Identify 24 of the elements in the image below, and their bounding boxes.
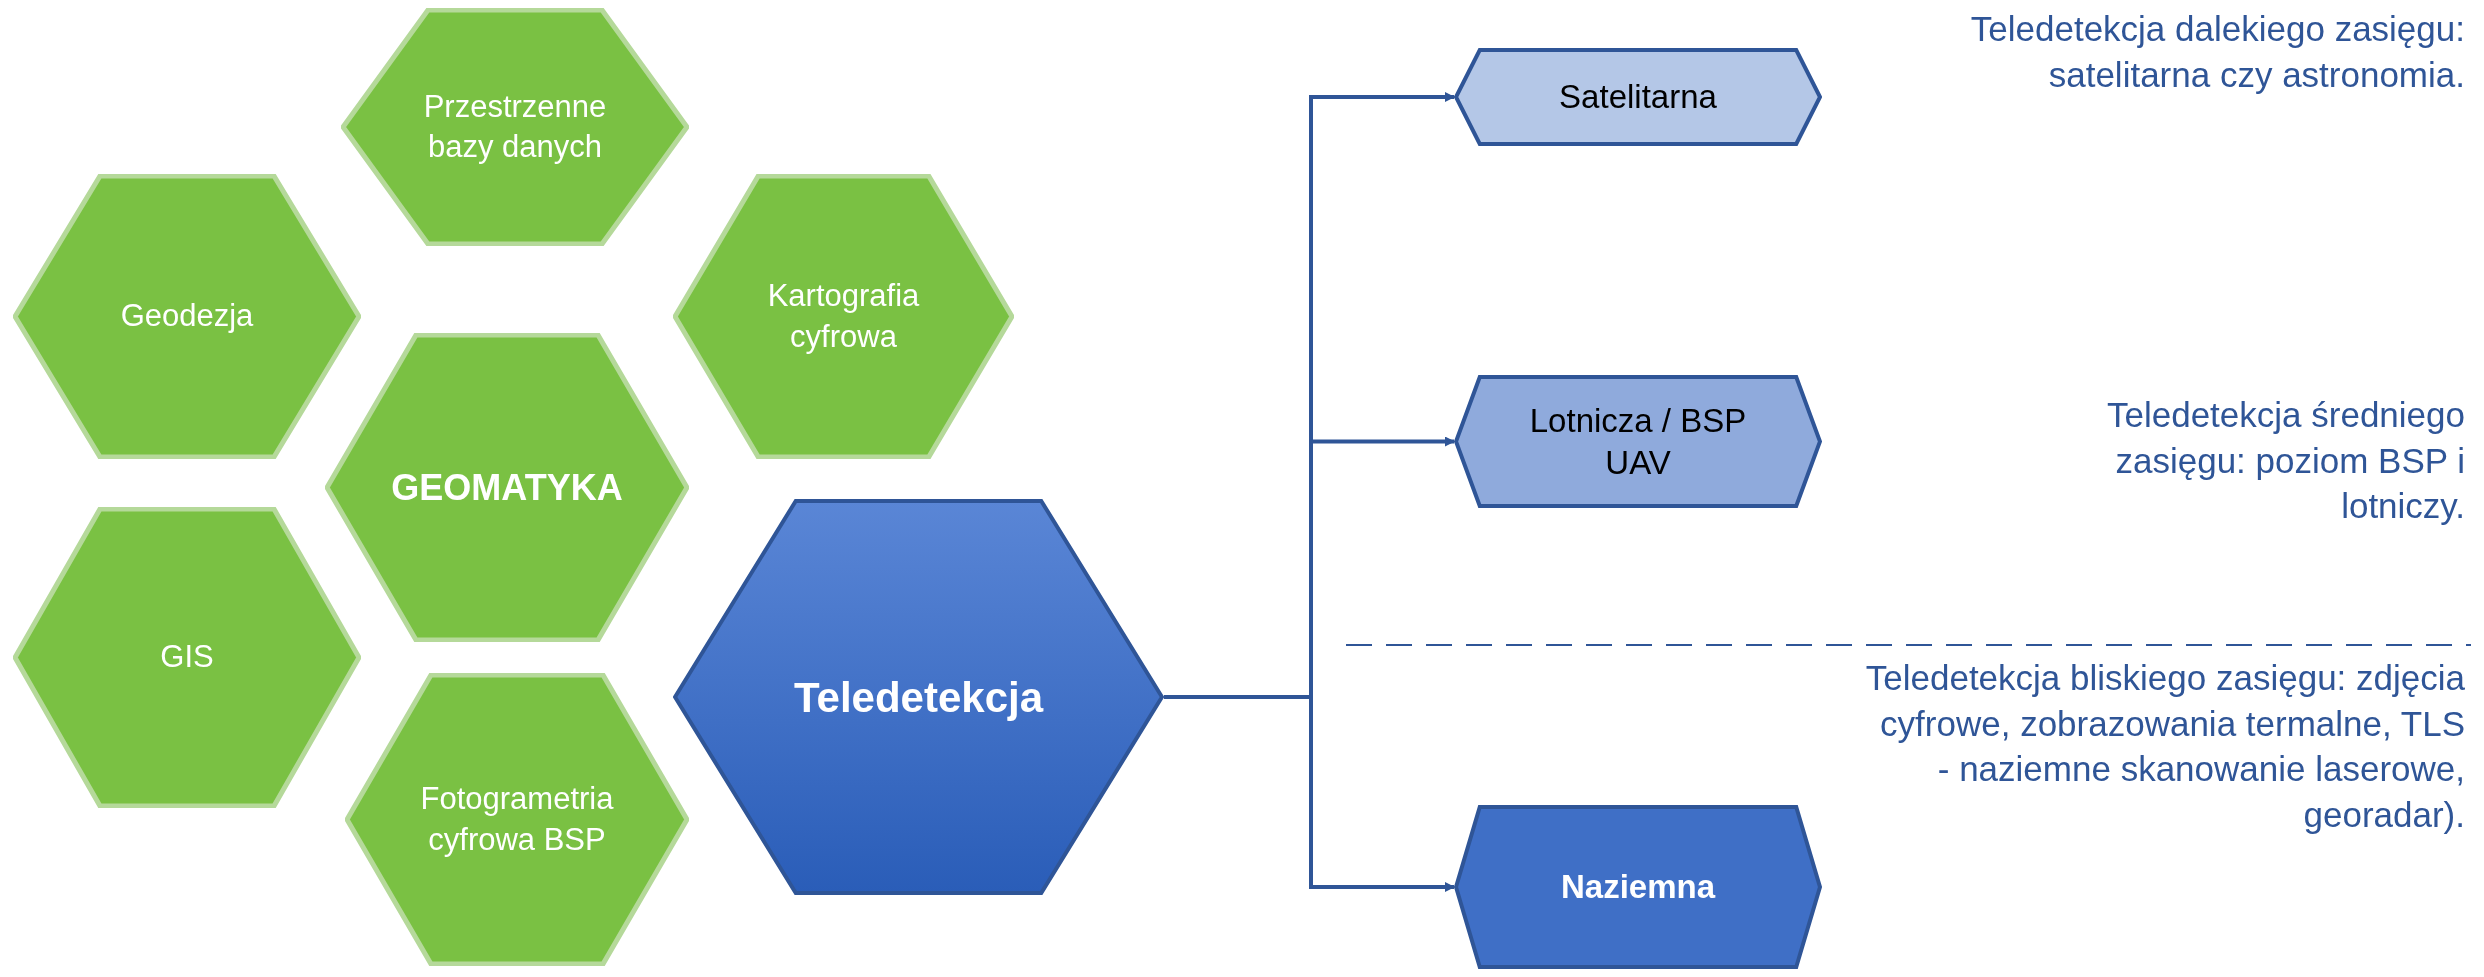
- hexagon-node: [345, 673, 689, 966]
- node-label: Kartografia cyfrowa: [766, 277, 921, 356]
- node-label: Satelitarna: [1559, 77, 1717, 118]
- chevron-box: [1454, 805, 1822, 969]
- node-label: GEOMATYKA: [391, 465, 623, 510]
- node-label: Naziemna: [1560, 867, 1716, 908]
- hexagon-node: [673, 174, 1014, 459]
- node-label: Lotnicza / BSP UAV: [1528, 401, 1748, 483]
- description-text: Teledetekcja średniego zasięgu: poziom BSP i lotniczy.: [2106, 394, 2465, 527]
- chevron-box: [1454, 48, 1822, 146]
- description-text: Teledetekcja bliskiego zasięgu: zdjęcia cyfrowe, zobrazowania termalne, TLS - naziemne skanowanie laserowe, georadar).: [1864, 657, 2465, 836]
- hexagon-node: [341, 8, 689, 246]
- node-label: GIS: [160, 638, 214, 677]
- hexagon-node: [673, 499, 1164, 895]
- node-label: Geodezja: [120, 297, 254, 336]
- node-label: Przestrzenne bazy danych: [422, 87, 608, 166]
- hexagon-node: [325, 333, 689, 642]
- description-text: Teledetekcja dalekiego zasięgu: satelitarna czy astronomia.: [1969, 8, 2465, 96]
- node-label: Teledetekcja: [794, 672, 1043, 723]
- chevron-box: [1454, 375, 1822, 508]
- node-label: Fotogrametria cyfrowa BSP: [419, 780, 615, 859]
- hexagon-node: [13, 174, 361, 459]
- arrow: [1164, 695, 1455, 892]
- hexagon-node: [13, 507, 361, 808]
